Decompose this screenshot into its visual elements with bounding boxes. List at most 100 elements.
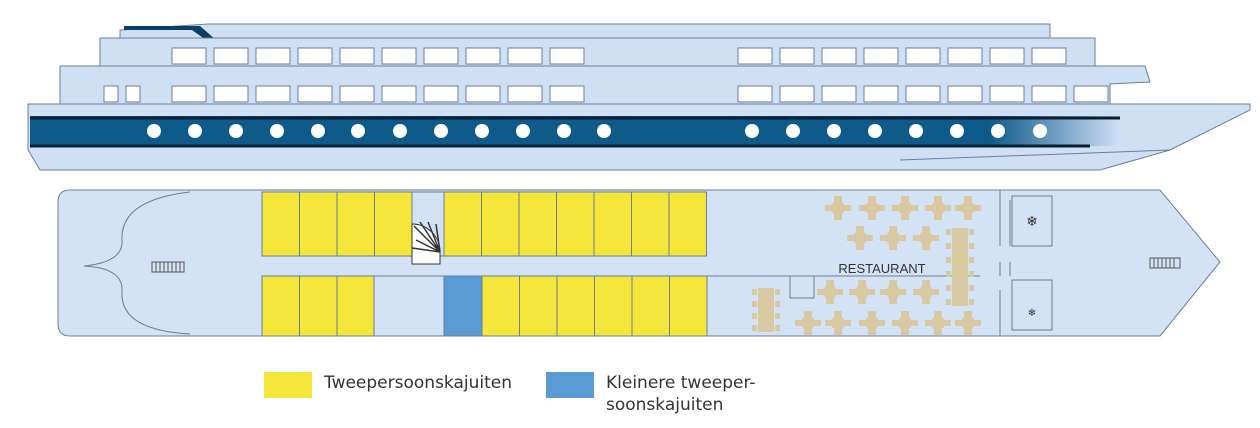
cabin-double [556,275,595,337]
cabin-double [594,275,633,337]
window [1031,47,1067,65]
stairs-icon [1149,257,1181,269]
table [961,201,975,215]
chair [943,320,951,326]
chair [835,289,843,295]
window [255,85,291,103]
table [853,231,867,245]
window [465,47,501,65]
galley-room [1011,279,1053,331]
chair [834,311,842,317]
chair [964,329,972,335]
restaurant-tables [752,196,981,335]
window [423,47,459,65]
chair [946,285,951,291]
window [989,85,1025,103]
table [823,285,837,299]
table-icon [892,311,918,335]
window [821,47,857,65]
bridge-stripe [124,26,216,40]
table [886,231,900,245]
window [213,47,249,65]
upper-windows [171,47,1067,65]
chair [868,311,876,317]
chair [898,235,906,241]
cabins [261,191,708,337]
window [779,47,815,65]
table-icon [880,226,906,250]
table [865,316,879,330]
porthole [868,124,882,138]
table-icon [925,196,951,220]
cabin-double [299,191,338,257]
chair [946,257,951,263]
cabin-double [261,275,300,337]
chair [922,244,930,250]
legend-swatch-yellow [264,372,312,398]
sun-deck [119,23,1051,39]
window [297,85,333,103]
table [919,231,933,245]
chair [752,289,757,295]
legend-label: Tweepersoonskajuiten [324,373,513,393]
window [465,85,501,103]
cabin-double [631,191,670,257]
porthole [475,124,489,138]
porthole [991,124,1005,138]
table-icon [946,228,974,306]
chair [964,214,972,220]
cabin-double [443,191,482,257]
porthole [434,124,448,138]
chair [946,299,951,305]
cabin-double [668,191,707,257]
chair [901,311,909,317]
chair [901,196,909,202]
snowflake-icon: ❄ [1026,214,1038,230]
porthole [147,124,161,138]
porthole [827,124,841,138]
chair [969,243,974,249]
table-icon [825,311,851,335]
chair [775,289,780,295]
chair [752,325,757,331]
stern-wall [83,191,191,335]
chair [973,320,981,326]
window [339,47,375,65]
porthole [557,124,571,138]
window [125,85,141,103]
window [339,85,375,103]
chair [964,196,972,202]
chair [892,205,900,211]
chair [813,320,821,326]
chair [849,289,857,295]
chair [925,205,933,211]
porthole [188,124,202,138]
chair [931,235,939,241]
chair [964,311,972,317]
cabin-double [374,191,413,257]
chair [826,280,834,286]
chair [877,205,885,211]
table [831,316,845,330]
chair [934,214,942,220]
legend-item-smaller: Kleinere tweeper- soonskajuiten [546,372,756,416]
long-table [952,228,968,306]
chair [955,320,963,326]
chair [934,196,942,202]
hull-band [30,116,1120,146]
table [831,201,845,215]
chair [898,289,906,295]
deck-plan: ❄ ❄ RESTAURANT [57,189,1221,337]
chair [775,301,780,307]
cabin-double [261,191,300,257]
window [821,85,857,103]
window [549,85,585,103]
chair [752,313,757,319]
chair [825,320,833,326]
porthole [351,124,365,138]
window [863,47,899,65]
chair [969,299,974,305]
porthole [745,124,759,138]
service-room [373,275,445,337]
chair [817,289,825,295]
